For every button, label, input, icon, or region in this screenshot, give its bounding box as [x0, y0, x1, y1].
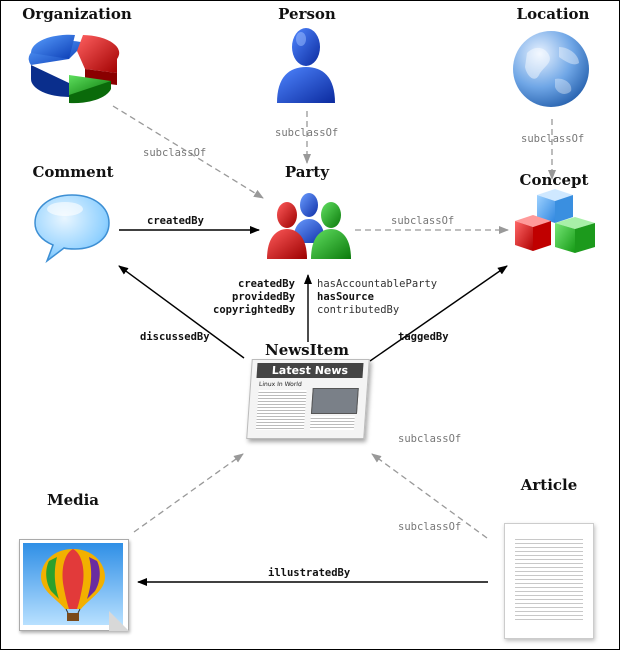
newspaper-subhead: Linux In World: [258, 381, 303, 388]
newspaper-text-column: [255, 390, 307, 430]
document-text: [515, 536, 583, 620]
document-icon: [504, 523, 594, 639]
page-curl: [109, 611, 129, 631]
edge-label-organization-party: subclassOf: [143, 147, 207, 159]
edge-label-tagged-by: taggedBy: [398, 331, 449, 343]
edge-label-party-concept: subclassOf: [391, 215, 455, 227]
newspaper-icon: Latest News Linux In World: [246, 359, 370, 439]
globe-icon: [513, 31, 589, 107]
newspaper-text-block: [309, 416, 355, 430]
edge-label-newsitem-subclass: subclassOf: [398, 433, 462, 445]
speech-bubble-icon: [34, 194, 110, 264]
edge-newsitem-concept: [369, 265, 508, 362]
node-location: Location: [516, 5, 590, 23]
edge-label-location-concept: subclassOf: [521, 133, 585, 145]
image-file-icon: [19, 539, 129, 631]
edge-label-has-source: hasSource: [317, 291, 374, 303]
person-icon: [277, 28, 335, 103]
edge-label-discussed-by: discussedBy: [140, 331, 210, 343]
node-newsitem: NewsItem: [265, 341, 349, 359]
cubes-icon: [515, 189, 595, 253]
edge-newsitem-comment: [118, 265, 245, 359]
node-person: Person: [278, 5, 336, 23]
node-concept: Concept: [519, 171, 589, 189]
newspaper-headline: Latest News: [256, 363, 364, 378]
edge-article-newsitem: [371, 453, 488, 539]
node-article: Article: [520, 476, 578, 494]
edge-label-copyrighted-by: copyrightedBy: [213, 304, 296, 316]
newspaper-photo: [310, 388, 359, 414]
node-organization: Organization: [22, 5, 132, 23]
edge-label-has-accountable-party: hasAccountableParty: [317, 278, 438, 290]
edge-label-created-by: createdBy: [238, 278, 295, 290]
edge-label-contributed-by: contributedBy: [317, 304, 400, 316]
edge-label-person-party: subclassOf: [275, 127, 339, 139]
edge-label-article-subclass: subclassOf: [398, 521, 462, 533]
edge-label-provided-by: providedBy: [232, 291, 296, 303]
node-media: Media: [46, 491, 100, 509]
edge-label-illustrated-by: illustratedBy: [268, 567, 351, 579]
node-comment: Comment: [32, 163, 114, 181]
group-icon: [267, 193, 351, 259]
edge-label-comment-party: createdBy: [147, 215, 204, 227]
pie-chart-icon: [28, 34, 120, 104]
balloon-icon: [23, 543, 123, 625]
node-party: Party: [284, 163, 330, 181]
edge-media-newsitem: [133, 453, 244, 533]
